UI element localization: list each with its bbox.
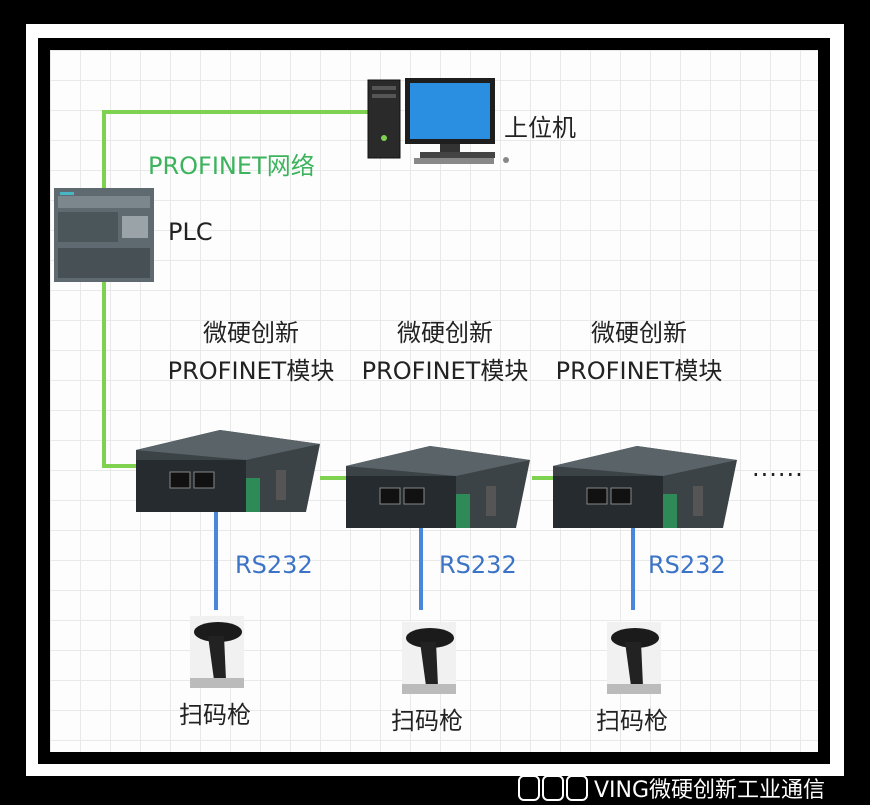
bilibili-watermark: VING微硬创新工业通信 [518, 771, 825, 805]
rs232-lines [214, 512, 635, 610]
module-label-1: 微硬创新 PROFINET模块 [156, 314, 346, 390]
module-label-2-line1: 微硬创新 [397, 319, 493, 347]
profinet-module-3 [553, 446, 737, 528]
module-label-3-line2: PROFINET模块 [555, 357, 723, 385]
module-label-3: 微硬创新 PROFINET模块 [544, 314, 734, 390]
rs232-label-1: RS232 [235, 551, 313, 579]
host-label: 上位机 [504, 114, 576, 142]
module-label-1-line2: PROFINET模块 [167, 357, 335, 385]
rs232-label-2: RS232 [439, 551, 517, 579]
rs232-label-3: RS232 [648, 551, 726, 579]
watermark-text: VING微硬创新工业通信 [594, 778, 826, 803]
scanner-label-2: 扫码枪 [391, 707, 463, 735]
module-label-2-line2: PROFINET模块 [361, 357, 529, 385]
plc-label: PLC [168, 218, 213, 246]
profinet-lines [102, 110, 555, 480]
bilibili-logo-icon [518, 775, 588, 801]
plc-device-icon [54, 188, 154, 282]
more-modules-ellipsis: ...... [752, 454, 804, 482]
module-label-1-line1: 微硬创新 [203, 319, 299, 347]
diagram-canvas: 上位机 PROFINET网络 PLC 微硬创新 PROFINET模块 微硬创新 … [50, 50, 818, 752]
topology-diagram [54, 78, 737, 694]
network-label: PROFINET网络 [148, 152, 315, 180]
host-to-plc-line [102, 110, 368, 188]
scanner-label-3: 扫码枪 [596, 707, 668, 735]
scanner-label-1: 扫码枪 [179, 701, 251, 729]
profinet-module-2 [346, 446, 530, 528]
module-label-3-line1: 微硬创新 [591, 319, 687, 347]
profinet-module-1 [136, 430, 320, 512]
barcode-scanner-icon-1 [190, 616, 244, 688]
barcode-scanner-icon-3 [607, 622, 661, 694]
host-computer-icon [367, 78, 509, 164]
module-label-2: 微硬创新 PROFINET模块 [350, 314, 540, 390]
plc-to-module-line [102, 282, 140, 468]
barcode-scanner-icon-2 [402, 622, 456, 694]
